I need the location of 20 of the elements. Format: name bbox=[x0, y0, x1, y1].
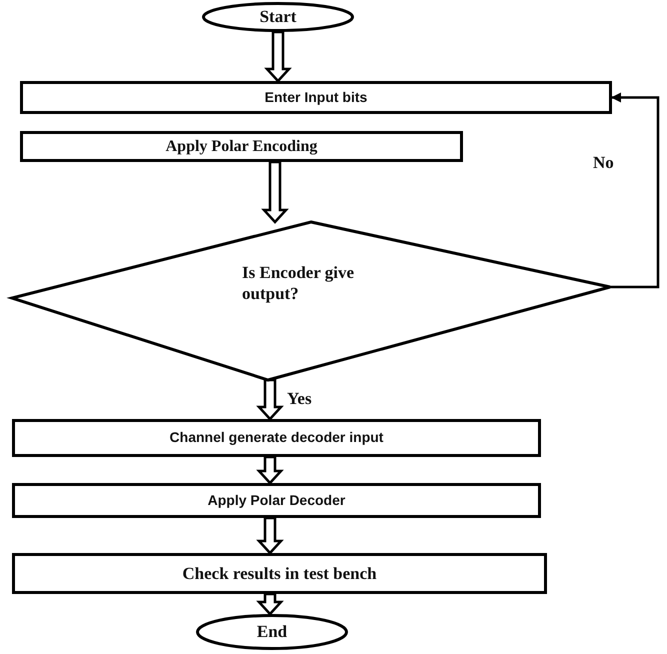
process-box bbox=[12, 483, 541, 518]
process-box bbox=[12, 419, 541, 457]
block-arrow bbox=[264, 30, 292, 83]
process-text: Apply Polar Decoder bbox=[208, 492, 346, 510]
decision-text: Is Encoder give output? bbox=[242, 262, 356, 304]
terminal-text: Start bbox=[260, 6, 296, 28]
process-box bbox=[20, 81, 612, 114]
process-text: Check results in test bench bbox=[182, 562, 377, 584]
block-arrow bbox=[256, 516, 284, 555]
terminal-text: End bbox=[256, 621, 288, 643]
process-box bbox=[20, 131, 463, 162]
process-text: Apply Polar Encoding bbox=[166, 136, 318, 156]
process-text: Channel generate decoder input bbox=[170, 429, 384, 447]
block-arrow bbox=[256, 456, 284, 485]
block-arrow bbox=[261, 160, 289, 224]
block-arrow bbox=[256, 592, 284, 616]
process-box bbox=[12, 553, 547, 594]
block-arrow bbox=[256, 378, 284, 421]
arrow bbox=[610, 92, 660, 288]
process-text: Enter Input bits bbox=[264, 88, 368, 106]
